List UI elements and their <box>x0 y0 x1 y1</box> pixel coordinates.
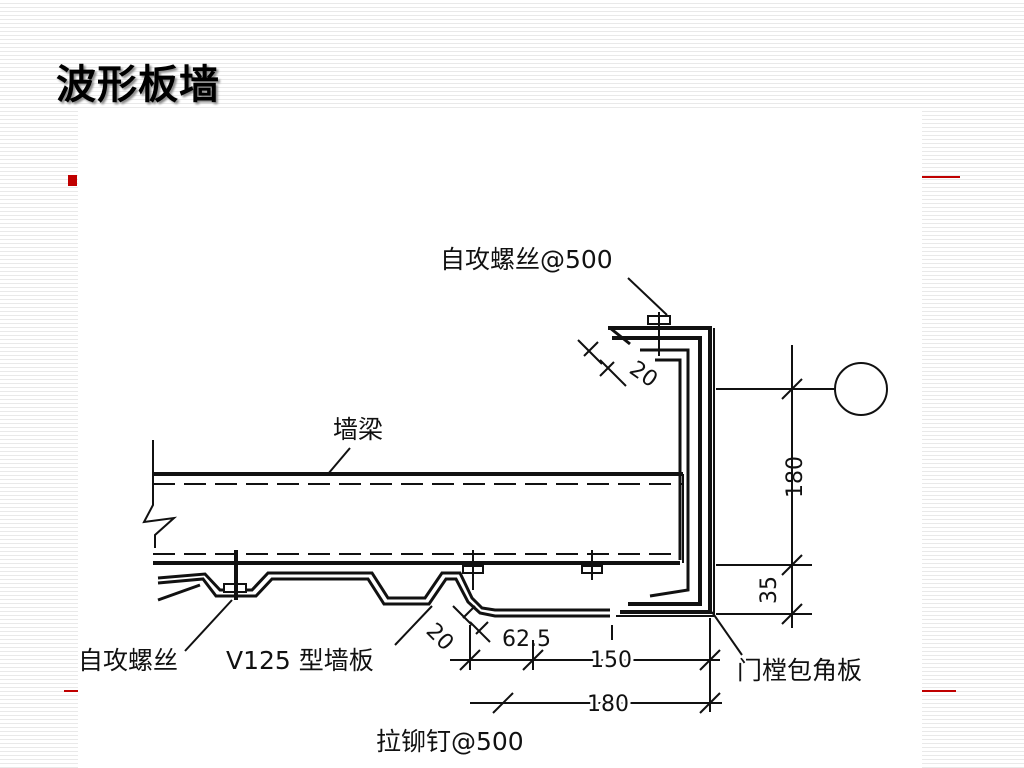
corrugated-panel <box>157 571 610 618</box>
dim-bottom-gap: 20 <box>421 619 458 656</box>
bullet-marker <box>68 175 77 186</box>
label-corner-trim: 门樘包角板 <box>737 656 862 685</box>
label-bottom-screw: 自攻螺丝 <box>78 646 178 675</box>
label-wall-beam: 墙梁 <box>333 415 383 444</box>
dim-height-main: 180 <box>783 456 808 498</box>
deco-line-top-right <box>922 176 960 178</box>
leader-lines <box>184 277 743 656</box>
horizontal-dimension <box>450 618 722 714</box>
deco-line-bottom-left <box>64 690 78 692</box>
dim-pitch: 62.5 <box>502 627 551 652</box>
gap-dimension-bottom <box>452 605 491 643</box>
gap-dimension-top <box>577 339 627 387</box>
beam-screw-1 <box>462 550 484 590</box>
deco-line-bottom-right <box>922 690 956 692</box>
panel-screw <box>223 550 247 600</box>
beam-screw-2 <box>581 550 603 580</box>
section-circle <box>834 362 888 416</box>
label-top-screw: 自攻螺丝@500 <box>440 245 613 274</box>
dim-height-base: 35 <box>757 576 782 604</box>
break-line <box>142 440 178 548</box>
wall-panel-diagram: 自攻螺丝@500 墙梁 自攻螺丝 V125 型墙板 门樘包角板 拉铆钉@500 … <box>78 245 888 756</box>
vertical-dimension <box>716 345 812 628</box>
dim-top-gap: 20 <box>625 356 662 393</box>
self-tapping-screw-top <box>647 312 671 356</box>
dim-width-150: 150 <box>590 648 632 673</box>
label-wall-panel: V125 型墙板 <box>226 646 374 675</box>
diagram-panel: 自攻螺丝@500 墙梁 自攻螺丝 V125 型墙板 门樘包角板 拉铆钉@500 … <box>78 108 922 768</box>
dim-width-180: 180 <box>587 692 629 717</box>
wall-beam <box>153 472 684 565</box>
slide-title: 波形板墙 <box>56 62 220 108</box>
label-rivet: 拉铆钉@500 <box>376 727 524 756</box>
